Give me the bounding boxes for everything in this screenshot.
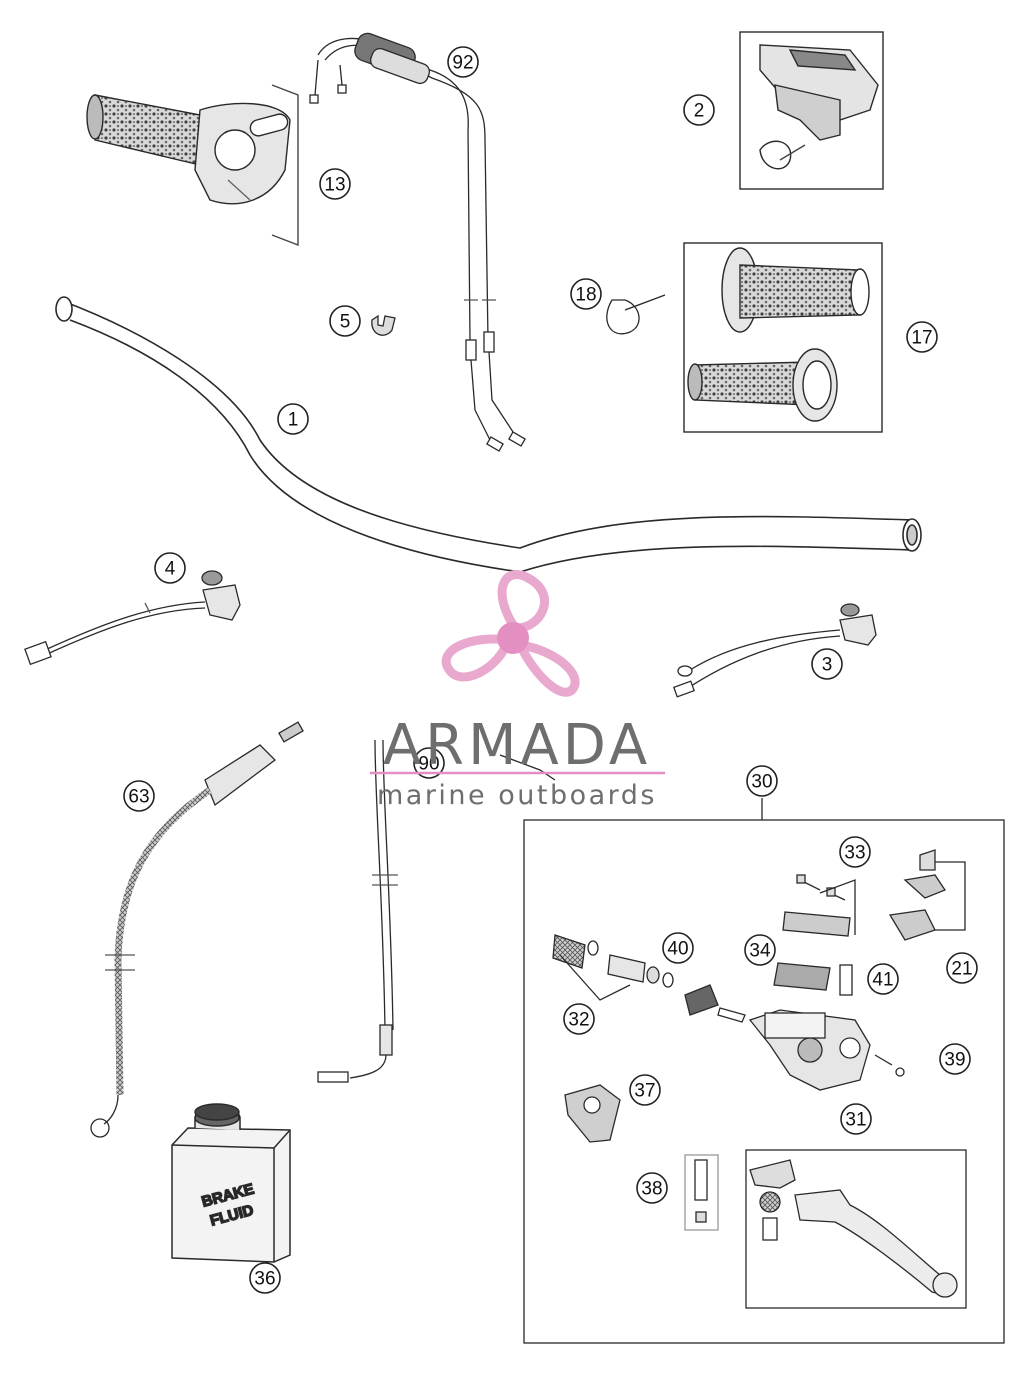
callout-36: 36 bbox=[249, 1262, 281, 1294]
grip-set bbox=[683, 242, 883, 433]
cover-housing bbox=[739, 31, 884, 190]
callout-label: 32 bbox=[568, 1010, 589, 1031]
callout-circle bbox=[413, 747, 445, 779]
callout-33: 33 bbox=[839, 836, 871, 868]
callout-label: 92 bbox=[452, 53, 473, 74]
callout-37: 37 bbox=[629, 1074, 661, 1106]
callout-circle bbox=[662, 932, 694, 964]
handlebar bbox=[55, 296, 922, 573]
callout-circle bbox=[867, 963, 899, 995]
callout-circle bbox=[563, 1003, 595, 1035]
callout-32: 32 bbox=[563, 1003, 595, 1035]
callout-circle bbox=[744, 934, 776, 966]
callout-circle bbox=[249, 1262, 281, 1294]
watermark: ARMADA marine outboards bbox=[370, 570, 665, 811]
callout-label: 38 bbox=[641, 1179, 662, 1200]
throttle-cables bbox=[309, 32, 526, 452]
callout-label: 40 bbox=[667, 939, 688, 960]
right-switch bbox=[672, 603, 877, 698]
callout-label: 33 bbox=[844, 843, 865, 864]
callout-circle bbox=[840, 1103, 872, 1135]
callout-label: 31 bbox=[845, 1110, 866, 1131]
callout-circle bbox=[123, 780, 155, 812]
callout-21: 21 bbox=[946, 952, 978, 984]
callout-3: 3 bbox=[811, 648, 843, 680]
callout-circle bbox=[277, 403, 309, 435]
callout-label: 13 bbox=[324, 175, 345, 196]
callout-circle bbox=[683, 94, 715, 126]
callout-label: 5 bbox=[340, 312, 351, 333]
callout-label: 41 bbox=[872, 970, 893, 991]
callout-label: 2 bbox=[694, 101, 705, 122]
callout-39: 39 bbox=[939, 1043, 971, 1075]
callout-circle bbox=[154, 552, 186, 584]
callout-label: 30 bbox=[751, 772, 772, 793]
callout-label: 39 bbox=[944, 1050, 965, 1071]
callout-circle bbox=[811, 648, 843, 680]
callout-label: 34 bbox=[749, 941, 771, 962]
callout-17: 17 bbox=[906, 321, 938, 353]
callout-90: 90 bbox=[413, 747, 445, 779]
callout-1: 1 bbox=[277, 403, 309, 435]
callout-label: 17 bbox=[911, 328, 932, 349]
callout-circle bbox=[946, 952, 978, 984]
callout-label: 37 bbox=[634, 1081, 655, 1102]
callout-label: 3 bbox=[822, 655, 833, 676]
callout-18: 18 bbox=[570, 278, 602, 310]
callout-label: 21 bbox=[951, 959, 972, 980]
callout-34: 34 bbox=[744, 934, 776, 966]
callout-circle bbox=[629, 1074, 661, 1106]
clamp bbox=[371, 314, 396, 336]
callout-31: 31 bbox=[840, 1103, 872, 1135]
callout-circle bbox=[839, 836, 871, 868]
callout-circle bbox=[636, 1172, 668, 1204]
callout-5: 5 bbox=[329, 305, 361, 337]
callout-label: 4 bbox=[165, 559, 176, 580]
watermark-brand: ARMADA bbox=[383, 713, 651, 778]
left-switch bbox=[24, 570, 241, 666]
cable bbox=[317, 739, 556, 1083]
watermark-tagline: marine outboards bbox=[377, 780, 657, 811]
callout-40: 40 bbox=[662, 932, 694, 964]
callout-label: 36 bbox=[254, 1269, 275, 1290]
throttle-grip-assembly bbox=[86, 84, 299, 247]
master-cylinder-kit bbox=[523, 798, 1005, 1344]
callout-label: 18 bbox=[575, 285, 596, 306]
callout-layer: 92 13 2 18 5 17 1 4 3 63 90 30 33 21 40 34 41 32 39 37 31 38 3… bbox=[123, 46, 978, 1294]
callout-circle bbox=[906, 321, 938, 353]
brake-line bbox=[90, 721, 304, 1138]
callout-13: 13 bbox=[319, 168, 351, 200]
callout-circle bbox=[746, 765, 778, 797]
callout-circle bbox=[319, 168, 351, 200]
brake-fluid-bottle: BRAKE FLUID bbox=[171, 1103, 291, 1263]
callout-63: 63 bbox=[123, 780, 155, 812]
callout-circle bbox=[329, 305, 361, 337]
propeller-logo-icon bbox=[441, 570, 580, 697]
callout-30: 30 bbox=[746, 765, 778, 797]
cable-tie bbox=[606, 294, 666, 335]
callout-4: 4 bbox=[154, 552, 186, 584]
callout-92: 92 bbox=[447, 46, 479, 78]
callout-38: 38 bbox=[636, 1172, 668, 1204]
callout-circle bbox=[570, 278, 602, 310]
callout-label: 90 bbox=[418, 754, 439, 775]
callout-label: 1 bbox=[288, 410, 299, 431]
callout-circle bbox=[939, 1043, 971, 1075]
callout-41: 41 bbox=[867, 963, 899, 995]
callout-circle bbox=[447, 46, 479, 78]
callout-label: 63 bbox=[128, 787, 149, 808]
callout-2: 2 bbox=[683, 94, 715, 126]
